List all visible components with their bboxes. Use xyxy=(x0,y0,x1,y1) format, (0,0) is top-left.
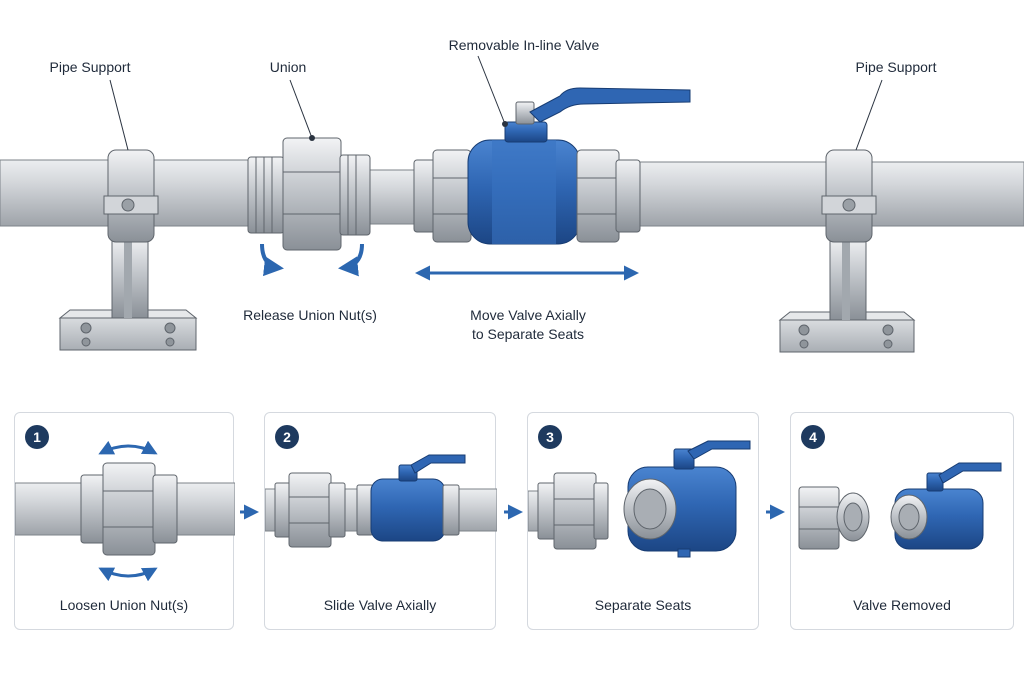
step-number-badge: 1 xyxy=(25,425,49,449)
step-panel-3: 3 Separate Seats xyxy=(527,412,759,630)
step-panel-2: 2 Slide Valve Axially xyxy=(264,412,497,630)
step-panel-4: 4 Valve Removed xyxy=(790,412,1014,630)
step-4-illustration xyxy=(798,462,1002,550)
leader-dot xyxy=(502,121,508,127)
pipe-middle xyxy=(367,169,421,225)
step-2-illustration xyxy=(265,454,497,548)
step-caption: Valve Removed xyxy=(853,597,951,613)
label-move-valve: Move Valve Axially to Separate Seats xyxy=(470,306,586,344)
leader-dot xyxy=(309,135,315,141)
pipe-support-right xyxy=(778,149,916,353)
label-valve: Removable In-line Valve xyxy=(448,37,600,53)
step-panel-1: 1 Loosen Union Nut(s) xyxy=(14,412,235,630)
leader-lines xyxy=(109,55,883,151)
label-pipe-support-right: Pipe Support xyxy=(855,59,937,75)
label-pipe-support-left: Pipe Support xyxy=(49,59,131,75)
release-rotation-arrows xyxy=(260,243,364,277)
step-number-badge: 4 xyxy=(801,425,825,449)
label-union: Union xyxy=(269,59,307,75)
ball-valve xyxy=(413,87,691,245)
union-fitting xyxy=(247,137,371,251)
step-3-illustration xyxy=(528,440,751,558)
step-caption: Loosen Union Nut(s) xyxy=(59,597,189,613)
label-move-line1: Move Valve Axially xyxy=(470,307,586,323)
step-caption: Slide Valve Axially xyxy=(323,597,437,613)
step-1-illustration xyxy=(15,440,235,582)
step-number-badge: 3 xyxy=(538,425,562,449)
step-number-badge: 2 xyxy=(275,425,299,449)
label-move-line2: to Separate Seats xyxy=(471,326,585,342)
label-release-union-nuts: Release Union Nut(s) xyxy=(243,307,377,323)
step-caption: Separate Seats xyxy=(594,597,692,613)
pipe-support-left xyxy=(58,149,198,351)
